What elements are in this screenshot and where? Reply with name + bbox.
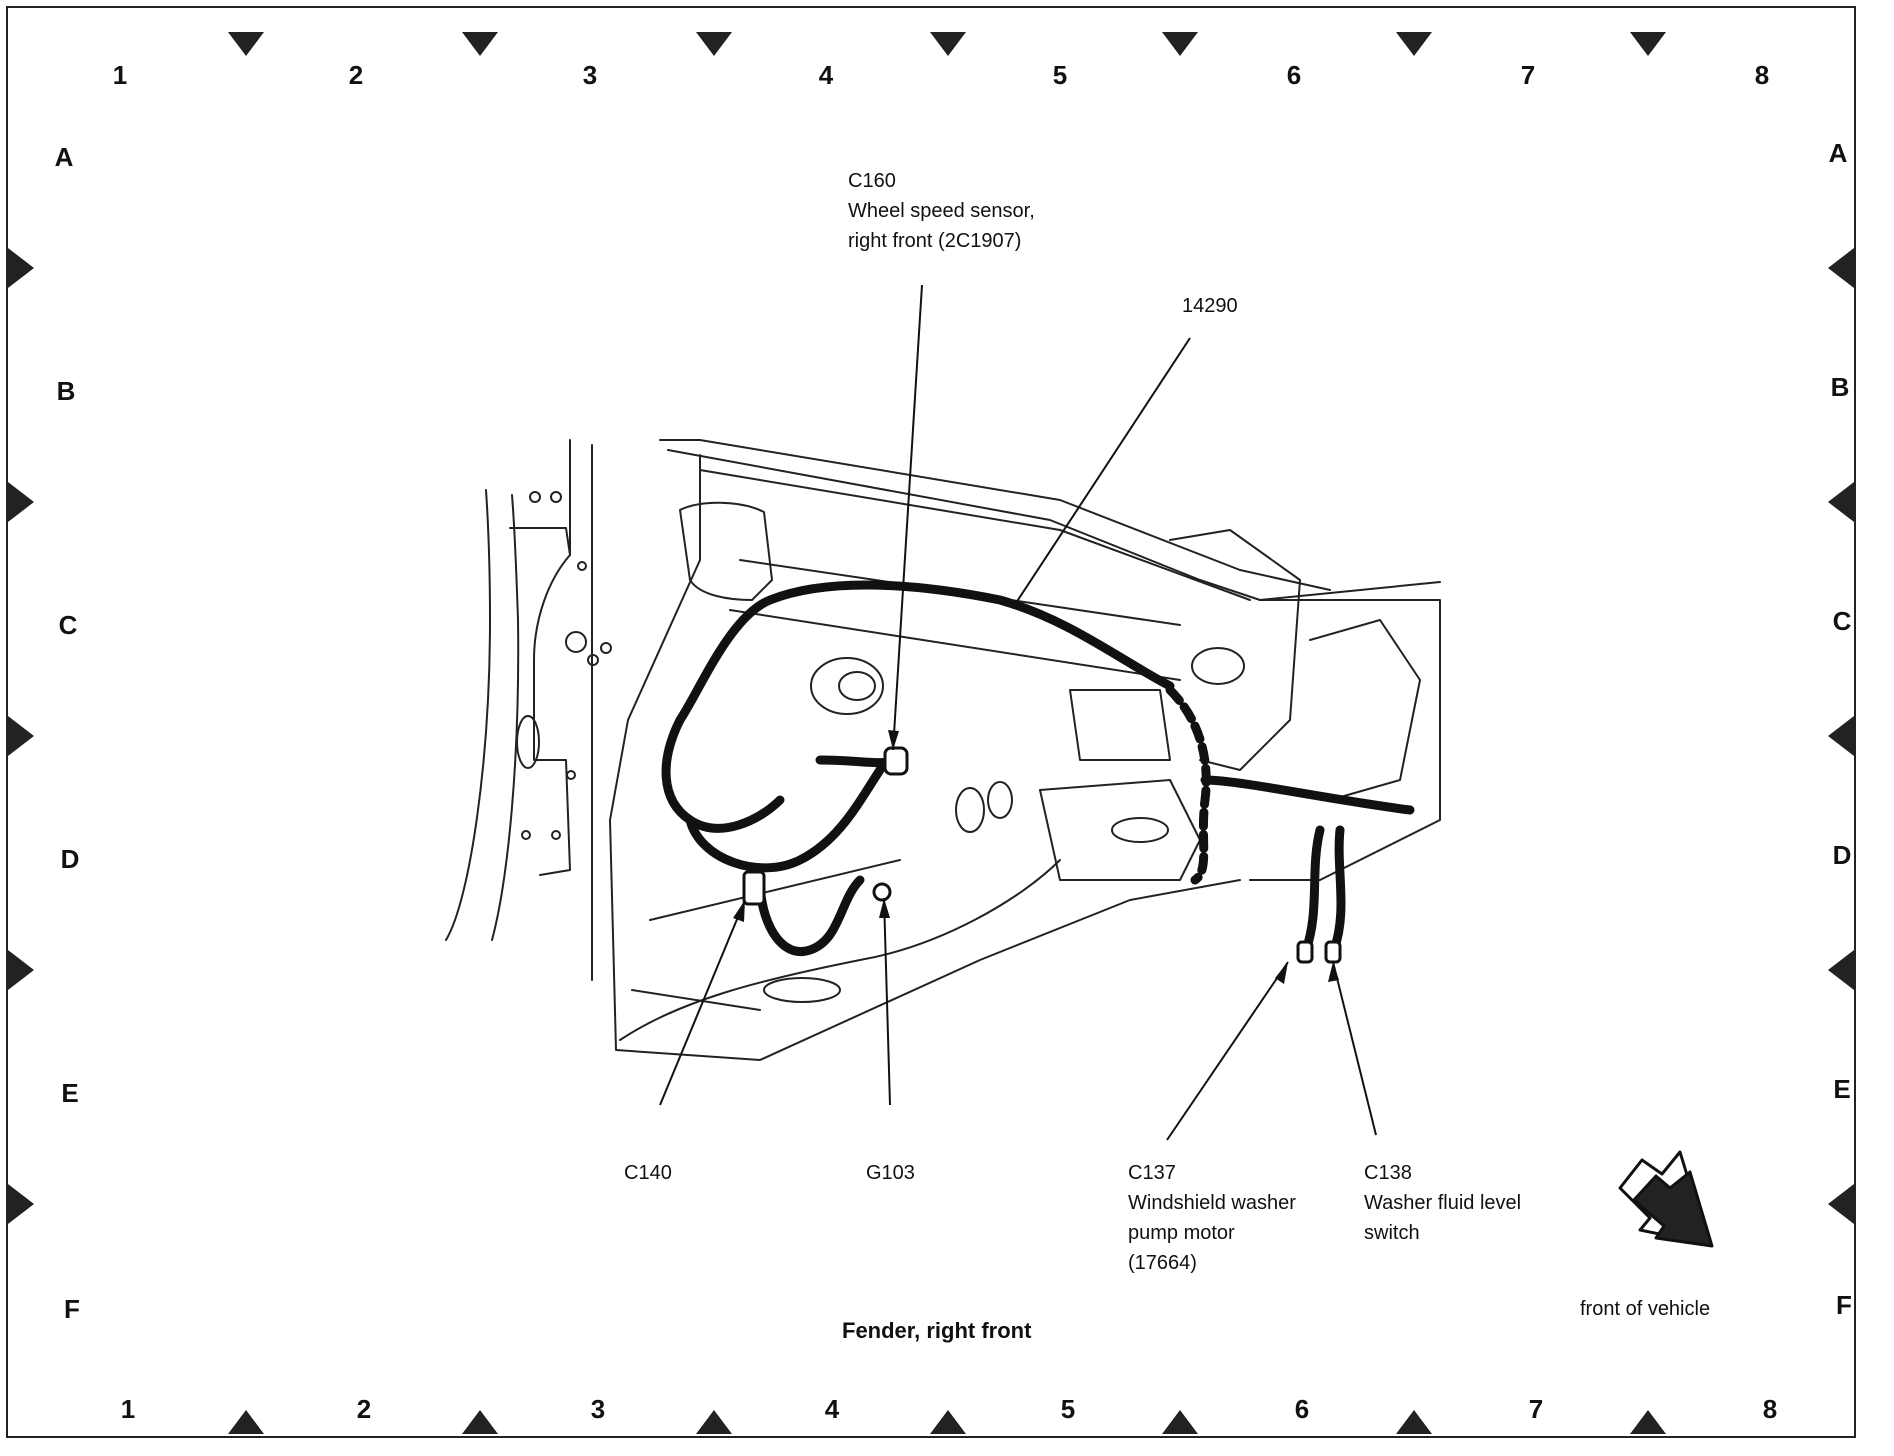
column-label-bottom-7: 7 [1528, 1394, 1544, 1424]
callout-c137-line1: Windshield washer [1128, 1192, 1296, 1214]
callout-c138-id: C138 [1364, 1162, 1412, 1184]
callout-g103-id: G103 [866, 1162, 915, 1184]
column-label-bottom-6: 6 [1294, 1394, 1310, 1424]
column-label-top-6: 6 [1286, 60, 1302, 90]
bottom-edge-markers [228, 1410, 1666, 1434]
leader-c160 [892, 284, 923, 751]
callout-c160-line2: right front (2C1907) [848, 230, 1022, 252]
column-label-bottom-4: 4 [824, 1394, 840, 1424]
leader-lines [659, 284, 1377, 1141]
leader-14290 [1015, 337, 1191, 604]
diagram-frame [6, 6, 1856, 1438]
arrow-front-icon [1618, 1150, 1714, 1248]
row-label-right-C: C [1832, 606, 1852, 636]
wiring-harness [661, 580, 1415, 957]
column-label-top-7: 7 [1520, 60, 1536, 90]
row-label-left-E: E [61, 1078, 79, 1108]
callout-c160-id: C160 [848, 170, 896, 192]
column-label-top-1: 1 [112, 60, 128, 90]
row-label-right-E: E [1833, 1074, 1851, 1104]
row-label-left-F: F [64, 1294, 80, 1324]
row-label-right-D: D [1832, 840, 1852, 870]
callout-c138-line2: switch [1364, 1222, 1420, 1244]
front-of-vehicle-label: front of vehicle [1580, 1298, 1711, 1320]
callout-c138-line1: Washer fluid level [1364, 1192, 1522, 1214]
leader-c140 [659, 899, 746, 1106]
row-label-left-B: B [56, 376, 76, 406]
leader-c137 [1166, 961, 1289, 1141]
callout-c137: C137 Windshield washer pump motor (17664… [1128, 1158, 1296, 1278]
callout-14290-id: 14290 [1182, 295, 1238, 317]
column-label-top-3: 3 [582, 60, 598, 90]
leader-c138 [1332, 961, 1377, 1136]
callout-c137-line2: pump motor [1128, 1222, 1235, 1244]
row-label-right-A: A [1828, 138, 1848, 168]
column-label-top-2: 2 [348, 60, 364, 90]
row-label-right-F: F [1836, 1290, 1852, 1320]
callout-c138: C138 Washer fluid level switch [1364, 1158, 1521, 1248]
column-label-top-8: 8 [1754, 60, 1770, 90]
leader-g103 [883, 897, 891, 1106]
row-label-left-D: D [60, 844, 80, 874]
column-label-bottom-5: 5 [1060, 1394, 1076, 1424]
callout-14290: 14290 [1182, 291, 1238, 321]
column-label-top-4: 4 [818, 60, 834, 90]
callout-c140-id: C140 [624, 1162, 672, 1184]
callout-c160: C160 Wheel speed sensor, right front (2C… [848, 166, 1035, 256]
row-label-left-A: A [54, 142, 74, 172]
callout-c137-line3: (17664) [1128, 1252, 1197, 1274]
column-label-bottom-8: 8 [1762, 1394, 1778, 1424]
column-label-top-5: 5 [1052, 60, 1068, 90]
row-label-right-B: B [1830, 372, 1850, 402]
connectors [742, 746, 1342, 964]
callout-c160-line1: Wheel speed sensor, [848, 200, 1035, 222]
row-label-left-C: C [58, 610, 78, 640]
right-edge-markers [1828, 248, 1854, 1224]
top-edge-markers [228, 32, 1666, 56]
callout-c140: C140 [624, 1158, 672, 1188]
diagram-title: Fender, right front [842, 1318, 1032, 1343]
callout-c137-id: C137 [1128, 1162, 1176, 1184]
fender-illustration [445, 439, 1441, 1061]
callout-g103: G103 [866, 1158, 915, 1188]
column-label-bottom-3: 3 [590, 1394, 606, 1424]
column-label-bottom-2: 2 [356, 1394, 372, 1424]
column-label-bottom-1: 1 [120, 1394, 136, 1424]
left-edge-markers [8, 248, 34, 1224]
